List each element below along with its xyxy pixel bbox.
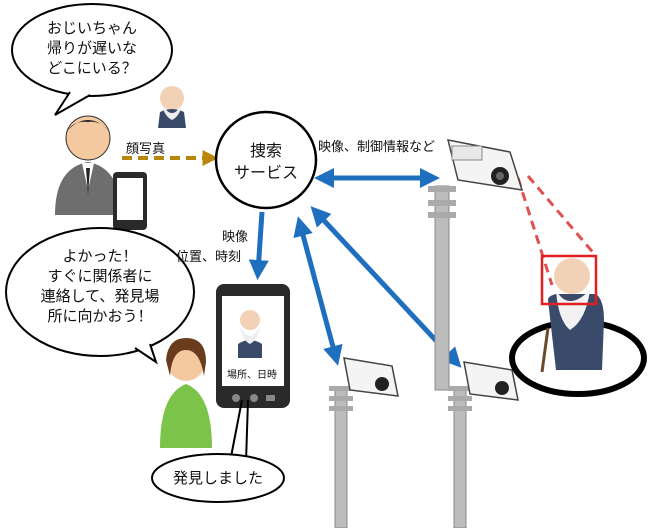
phone-screen-label: 場所、日時 [227,370,277,381]
camera-pole-top [428,139,524,391]
arrow-service-camera-right [310,206,462,368]
camera-pole-bottom-right [448,361,519,528]
woman-figure-icon [160,338,212,448]
worried-speech-text: おじいちゃん 帰りが遅いな どこにいる？ [46,19,137,77]
video-label: 映像 [222,230,249,245]
location-time-label: 位置、時刻 [176,250,242,265]
smartphone-icon [113,172,147,230]
found-speech-text: 発見しました [172,469,263,487]
face-photo-label: 顔写真 [126,142,166,157]
speech-bubble-relief [5,227,195,365]
relief-speech-text: よかった！ すぐに関係者に 連絡して、発見場 所に向かおう！ [40,247,160,325]
detection-box [540,254,598,306]
arrow-service-phone [248,211,269,280]
speech-bubble-worried [11,3,173,116]
search-service-label: 捜索 サービス [233,141,298,182]
result-phone-icon [216,284,290,408]
camera-pole-bottom-left [329,357,399,528]
man-figure-icon [55,115,121,215]
arrow-service-camera-left [293,216,343,366]
search-service-node [214,110,318,210]
elderly-man-found-icon [509,254,647,397]
video-control-label: 映像、制御情報など [318,140,436,155]
speech-bubble-found [151,399,285,503]
elderly-face-photo-icon [158,86,186,128]
camera-view-rays [516,175,598,286]
